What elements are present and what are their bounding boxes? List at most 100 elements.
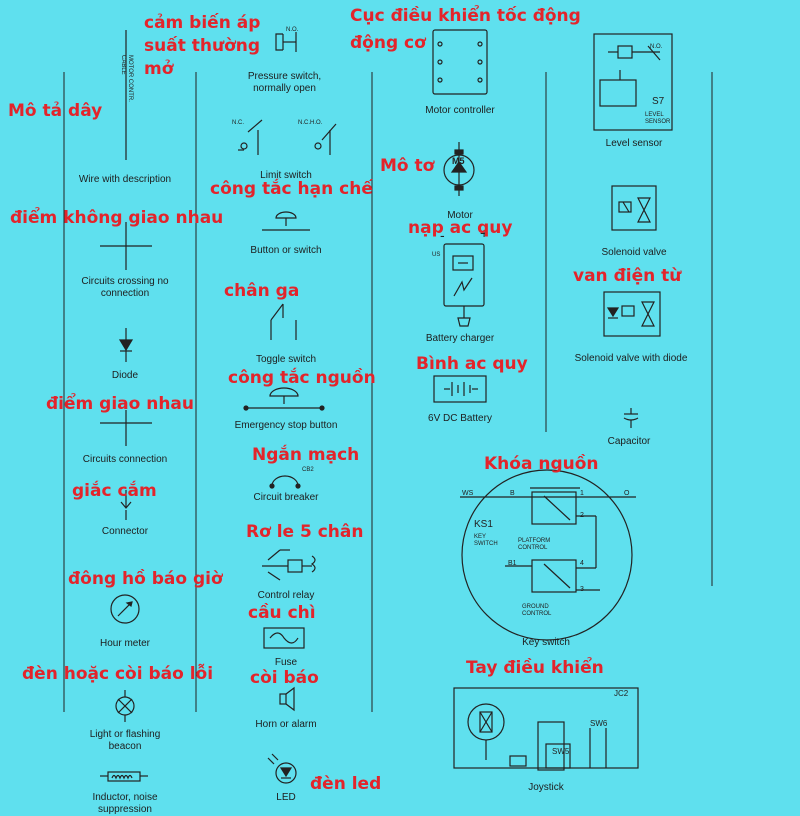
- vn-charger: nạp ac quy: [408, 218, 513, 238]
- charger-us-label: US: [432, 252, 441, 258]
- diode-symbol: [118, 328, 134, 362]
- charger-minus-label: -: [440, 227, 445, 243]
- diode-label: Diode: [111, 370, 139, 381]
- joystick-symbol: [453, 687, 639, 771]
- key-switch-label: Key switch: [522, 637, 570, 648]
- key-1-label: 1: [580, 490, 584, 497]
- fuse-symbol: [263, 627, 305, 649]
- limit-switch-label: Limit switch: [260, 170, 312, 181]
- inductor-symbol: [100, 771, 148, 782]
- vn-connector: giắc cắm: [72, 481, 157, 501]
- key-4-label: 4: [580, 560, 584, 567]
- vn-battery: Bình ac quy: [416, 354, 528, 374]
- toggle-label: Toggle switch: [255, 354, 317, 365]
- battery-charger-symbol: [443, 243, 485, 327]
- column-dividers: [63, 72, 713, 712]
- charger-plus-label: +: [480, 225, 489, 241]
- key-switch-symbol: [460, 469, 636, 641]
- emergency-stop-symbol: [243, 387, 325, 411]
- vn-power-switch: công tắc nguồn: [228, 368, 376, 388]
- joystick-sw5-label: SW5: [552, 747, 570, 756]
- inductor-label: Inductor, noise suppression: [92, 792, 158, 815]
- vn-fuse: cầu chì: [248, 603, 316, 623]
- toggle-symbol: [270, 303, 297, 340]
- level-sensor-small: LEVEL SENSOR: [645, 112, 671, 125]
- vn-pressure: cảm biến áp suất thường mở: [144, 13, 261, 79]
- connector-symbol: [120, 490, 132, 520]
- vn-horn: còi báo: [250, 668, 319, 688]
- ks1-label: KS1: [474, 519, 493, 530]
- key-3-label: 3: [580, 586, 584, 593]
- level-no-label: N.O.: [650, 44, 663, 50]
- connection-symbol: [100, 410, 152, 446]
- motor-symbol: [443, 142, 475, 196]
- limit-nc-label: N.C.: [232, 120, 244, 126]
- led-symbol: [267, 753, 297, 784]
- vn-light: đèn hoặc còi báo lỗi: [22, 664, 214, 684]
- key-b1-label: B1: [508, 560, 517, 567]
- wire-label: Wire with description: [78, 174, 172, 185]
- vn-toggle: chân ga: [224, 281, 300, 301]
- key-o-label: O: [624, 490, 630, 497]
- horn-symbol: [279, 686, 295, 712]
- vn-relay: Rơ le 5 chân: [246, 522, 364, 542]
- led-label: LED: [276, 792, 296, 803]
- vn-led: đèn led: [310, 774, 382, 794]
- limit-ncho-label: N.C.H.O.: [298, 120, 323, 126]
- ks1-key-switch-small: KEY SWITCH: [474, 534, 498, 547]
- crossing-symbol: [100, 222, 152, 270]
- capacitor-symbol: [623, 408, 639, 428]
- key-2-label: 2: [580, 512, 584, 519]
- solenoid-diode-symbol: [603, 291, 661, 337]
- wire-vertical-label: MOTOR CONTR. CABLE: [120, 55, 133, 102]
- key-ws-label: WS: [462, 490, 474, 497]
- solenoid-diode-label: Solenoid valve with diode: [574, 353, 688, 364]
- vn-hour-meter: đông hồ báo giờ: [68, 569, 223, 589]
- pressure-no-label: N.O.: [286, 27, 299, 33]
- level-sensor-symbol: [593, 33, 673, 131]
- horn-label: Horn or alarm: [255, 719, 317, 730]
- hour-meter-label: Hour meter: [99, 638, 150, 649]
- circuit-breaker-symbol: [269, 475, 301, 489]
- battery-label: 6V DC Battery: [428, 413, 492, 424]
- vn-motor: Mô tơ: [380, 156, 435, 176]
- solenoid-label: Solenoid valve: [601, 247, 667, 258]
- level-s7-label: S7: [652, 96, 665, 107]
- relay-label: Control relay: [257, 590, 315, 601]
- limit-switch-symbol: [238, 119, 337, 155]
- crossing-label: Circuits crossing no connection: [81, 276, 169, 299]
- vn-breaker: Ngắn mạch: [252, 445, 360, 465]
- vn-motor-controller: Cục điều khiển tốc động động cơ: [350, 6, 581, 53]
- motor-m5-label: M5: [452, 156, 465, 166]
- ground-control-label: GROUND CONTROL: [522, 604, 552, 617]
- platform-control-label: PLATFORM CONTROL: [518, 538, 551, 551]
- charger-label: Battery charger: [425, 333, 495, 344]
- breaker-label: Circuit breaker: [253, 492, 319, 503]
- light-label: Light or flashing beacon: [89, 729, 161, 752]
- capacitor-label: Capacitor: [607, 436, 651, 447]
- level-sensor-label: Level sensor: [605, 138, 663, 149]
- vn-crossing: điểm không giao nhau: [10, 208, 224, 228]
- joystick-label: Joystick: [528, 782, 564, 793]
- vn-joystick: Tay điều khiển: [466, 658, 604, 678]
- button-label: Button or switch: [250, 245, 322, 256]
- connector-label: Connector: [101, 526, 149, 537]
- control-relay-symbol: [262, 549, 316, 581]
- vn-connection: điểm giao nhau: [46, 394, 195, 414]
- vn-key: Khóa nguồn: [484, 454, 599, 474]
- connection-label: Circuits connection: [82, 454, 168, 465]
- button-symbol: [262, 211, 310, 231]
- motor-controller-symbol: [432, 29, 488, 95]
- joystick-sw6-label: SW6: [590, 719, 608, 728]
- vn-solenoid: van điện từ: [573, 266, 682, 286]
- breaker-cb2-label: CB2: [302, 467, 314, 473]
- vn-wire: Mô tả dây: [8, 101, 103, 121]
- joystick-jc2-label: JC2: [614, 689, 629, 698]
- vn-limit: công tắc hạn chế: [210, 179, 373, 199]
- pressure-switch-symbol: [275, 32, 297, 52]
- estop-label: Emergency stop button: [234, 420, 338, 431]
- pressure-switch-label: Pressure switch, normally open: [247, 71, 322, 94]
- fuse-label: Fuse: [274, 657, 298, 668]
